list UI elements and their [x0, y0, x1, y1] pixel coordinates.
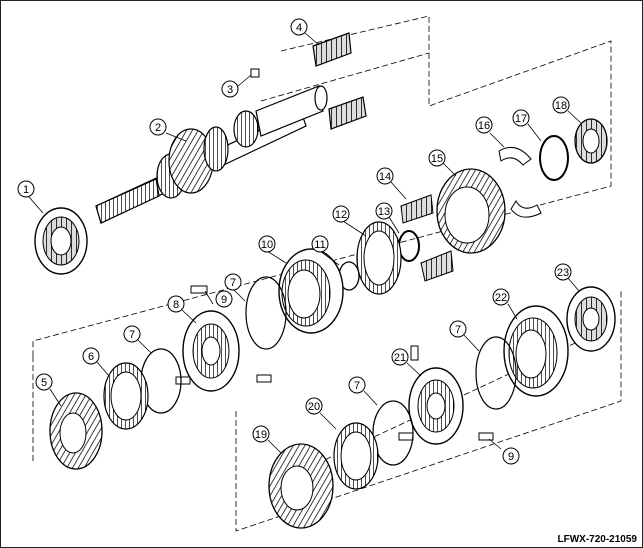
part-9-insert-key-lower-group-3: [478, 432, 494, 441]
svg-text:10: 10: [261, 239, 273, 251]
callout-12: 12: [332, 205, 350, 223]
part-7-spring-lower-right: [475, 336, 517, 410]
part-8-synchronizer-hub: [182, 310, 240, 392]
svg-text:23: 23: [557, 267, 569, 279]
svg-text:12: 12: [335, 209, 347, 221]
svg-text:22: 22: [495, 292, 507, 304]
svg-text:3: 3: [227, 84, 233, 96]
callout-14: 14: [376, 167, 394, 185]
callout-7-c: 7: [348, 376, 366, 394]
part-16-thrust-washer-half-lower: [510, 200, 542, 218]
svg-text:14: 14: [379, 171, 391, 183]
callout-10: 10: [258, 235, 276, 253]
svg-text:16: 16: [478, 120, 490, 132]
callout-21: 21: [391, 348, 409, 366]
callout-15: 15: [428, 149, 446, 167]
svg-text:17: 17: [515, 113, 527, 125]
callout-17: 17: [512, 109, 530, 127]
reference-code: LFWX-720-21059: [558, 534, 638, 545]
svg-text:4: 4: [296, 22, 302, 34]
svg-text:7: 7: [129, 329, 135, 341]
svg-text:9: 9: [221, 294, 227, 306]
callout-7-b: 7: [224, 273, 242, 291]
svg-text:21: 21: [394, 352, 406, 364]
part-9-insert-key-lower-2: [256, 374, 272, 383]
part-9-insert-key-lower-group: [410, 345, 419, 361]
part-12-synchronizer-ring: [356, 221, 402, 295]
callout-1: 1: [17, 180, 35, 198]
part-21-synchronizer-hub: [408, 367, 464, 445]
part-2-main-shaft: [95, 85, 328, 224]
callout-9-b: 9: [502, 447, 520, 465]
part-9-insert-key-lower: [175, 376, 191, 385]
callout-6: 6: [82, 347, 100, 365]
part-16-thrust-washer-half: [498, 146, 532, 166]
part-20-synchronizer-ring: [333, 422, 379, 490]
callout-4: 4: [290, 18, 308, 36]
svg-text:11: 11: [314, 239, 325, 251]
svg-text:1: 1: [23, 184, 29, 196]
lower-frame: [235, 291, 622, 532]
callout-7-a: 7: [123, 325, 141, 343]
part-23-bearing: [566, 286, 616, 352]
part-17-snap-ring: [539, 135, 569, 181]
callout-5: 5: [35, 373, 53, 391]
svg-text:7: 7: [230, 277, 236, 289]
part-15-gear: [436, 168, 506, 254]
part-22-coupling-sleeve: [503, 305, 569, 397]
part-7-spring-upper: [245, 276, 287, 350]
callout-7-d: 7: [449, 320, 467, 338]
svg-text:7: 7: [354, 380, 360, 392]
callout-11: 11: [311, 235, 329, 253]
part-13-snap-ring: [398, 230, 420, 262]
svg-text:8: 8: [173, 299, 179, 311]
callout-23: 23: [554, 263, 572, 281]
part-1-bearing: [34, 207, 88, 275]
callout-18: 18: [552, 96, 570, 114]
part-9-insert-key-upper: [190, 285, 208, 294]
part-14-needle-bearing: [400, 194, 434, 224]
svg-text:6: 6: [88, 351, 94, 363]
upper-frame: [32, 15, 612, 356]
part-19-gear: [268, 443, 334, 529]
svg-text:15: 15: [431, 153, 443, 165]
part-18-needle-bearing: [574, 118, 608, 164]
part-9-insert-key-lower-group-2: [398, 432, 414, 441]
callout-19: 19: [252, 425, 270, 443]
svg-text:5: 5: [41, 377, 47, 389]
svg-text:13: 13: [378, 206, 390, 218]
callout-20: 20: [305, 397, 323, 415]
callout-13: 13: [375, 202, 393, 220]
leader-lines: [28, 32, 582, 454]
part-4-needle-bearing: [312, 32, 367, 130]
callout-2: 2: [149, 118, 167, 136]
shaft-axis-line: [260, 52, 430, 102]
callout-8: 8: [167, 295, 185, 313]
callout-22: 22: [492, 288, 510, 306]
callout-3: 3: [221, 80, 239, 98]
part-5-gear: [49, 392, 103, 470]
callout-16: 16: [475, 116, 493, 134]
part-6-synchronizer-ring: [103, 362, 149, 430]
svg-text:20: 20: [308, 401, 320, 413]
part-7-spring-lower-left: [372, 400, 414, 466]
svg-text:2: 2: [155, 122, 161, 134]
callout-9-a: 9: [215, 290, 233, 308]
part-14-needle-bearing-lower: [420, 250, 454, 282]
svg-text:19: 19: [255, 429, 267, 441]
part-3-pin: [250, 68, 260, 78]
part-10-coupling-sleeve: [278, 248, 344, 334]
svg-text:18: 18: [555, 100, 567, 112]
svg-text:7: 7: [455, 324, 461, 336]
svg-text:9: 9: [508, 451, 514, 463]
